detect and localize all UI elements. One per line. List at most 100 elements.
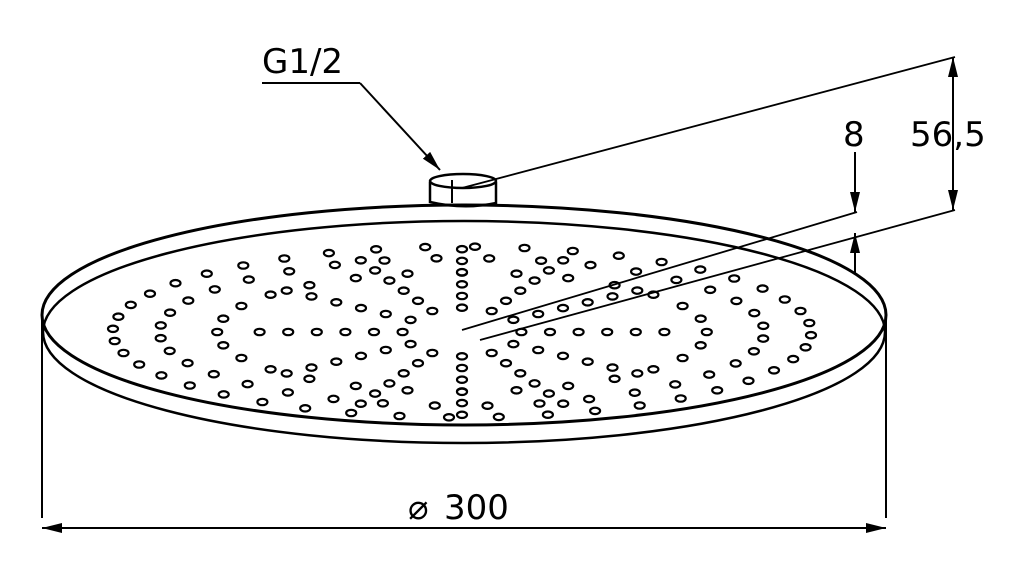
nozzle [264, 290, 277, 300]
nozzle [601, 327, 614, 337]
nozzle [182, 296, 195, 305]
nozzle [566, 246, 579, 256]
nozzle [514, 286, 527, 296]
nozzle [510, 269, 523, 279]
spray-face [41, 219, 887, 445]
nozzle [369, 389, 382, 398]
extension-line-top [461, 56, 956, 189]
nozzle [676, 301, 689, 311]
nozzle [455, 375, 469, 385]
nozzle [207, 369, 220, 379]
nozzle [528, 276, 541, 285]
nozzle [747, 346, 761, 356]
nozzle [481, 401, 494, 411]
nozzle [543, 327, 557, 337]
nozzle [757, 321, 770, 331]
nozzle [729, 359, 742, 368]
nozzle [354, 255, 367, 265]
nozzle [154, 333, 167, 343]
nozzle [133, 360, 146, 369]
nozzle [518, 243, 531, 253]
nozzle [396, 327, 409, 337]
nozzle [533, 399, 546, 408]
nozzle [542, 266, 556, 275]
nozzle [608, 374, 621, 384]
nozzle [383, 276, 396, 285]
nozzle [241, 379, 254, 389]
nozzle [647, 364, 660, 374]
nozzle [674, 394, 687, 403]
nozzle [557, 399, 570, 409]
nozzle [237, 261, 250, 270]
nozzle [235, 301, 248, 311]
extension-line-bottom [479, 209, 956, 341]
nozzle [455, 244, 469, 254]
nozzle [787, 354, 800, 364]
nozzle [383, 379, 396, 388]
nozzle [303, 374, 316, 384]
nozzle [669, 380, 682, 389]
extension-line-plate [461, 211, 858, 331]
nozzle [354, 351, 368, 361]
nozzle [704, 285, 717, 295]
nozzle [778, 295, 791, 304]
nozzle [393, 411, 406, 421]
nozzle [631, 369, 644, 378]
nozzle [379, 345, 392, 355]
nozzle [492, 412, 505, 422]
diameter-symbol: ⌀ [408, 488, 428, 528]
nozzle [112, 312, 125, 322]
nozzle [711, 385, 724, 395]
nozzle [588, 406, 602, 416]
nozzle [694, 314, 707, 324]
nozzle [106, 324, 120, 334]
nozzle [694, 340, 707, 350]
nozzle [345, 408, 358, 418]
nozzle [468, 242, 482, 252]
nozzle [401, 269, 414, 279]
nozzle [282, 327, 295, 337]
nozzle [181, 358, 194, 368]
nozzle [748, 308, 761, 318]
nozzle [200, 269, 213, 279]
nozzle [327, 394, 340, 404]
nozzle [455, 410, 469, 420]
nozzle [606, 292, 619, 301]
nozzle [556, 303, 570, 313]
nozzle [455, 398, 469, 408]
nozzle [483, 254, 496, 263]
nozzle [124, 300, 137, 310]
nozzle [349, 273, 362, 283]
nozzle [370, 245, 383, 254]
nozzle [562, 273, 575, 283]
nozzle [756, 284, 769, 293]
nozzle [397, 286, 410, 296]
nozzle [757, 334, 770, 343]
nozzle [305, 292, 318, 301]
nozzle [703, 370, 716, 379]
nozzle [143, 289, 157, 299]
nozzle [455, 363, 469, 373]
nozzle [349, 381, 362, 391]
nozzle [612, 251, 625, 261]
nozzle [455, 279, 469, 289]
nozzle [339, 327, 352, 337]
nozzle [794, 306, 807, 316]
nozzle [442, 412, 456, 422]
nozzle [401, 385, 414, 395]
nozzle [700, 327, 713, 337]
nozzle [169, 278, 182, 288]
nozzle [532, 345, 545, 355]
nozzle [694, 265, 707, 274]
nozzle [455, 291, 469, 301]
nozzle [528, 379, 541, 388]
nozzle [404, 339, 417, 349]
thread-label: G1/2 [262, 42, 343, 82]
nozzle [155, 371, 168, 380]
nozzle [211, 327, 224, 337]
nozzle [799, 342, 812, 352]
nozzle [330, 357, 343, 367]
nozzle [581, 297, 594, 307]
nozzle [655, 257, 668, 267]
nozzle [369, 266, 382, 275]
